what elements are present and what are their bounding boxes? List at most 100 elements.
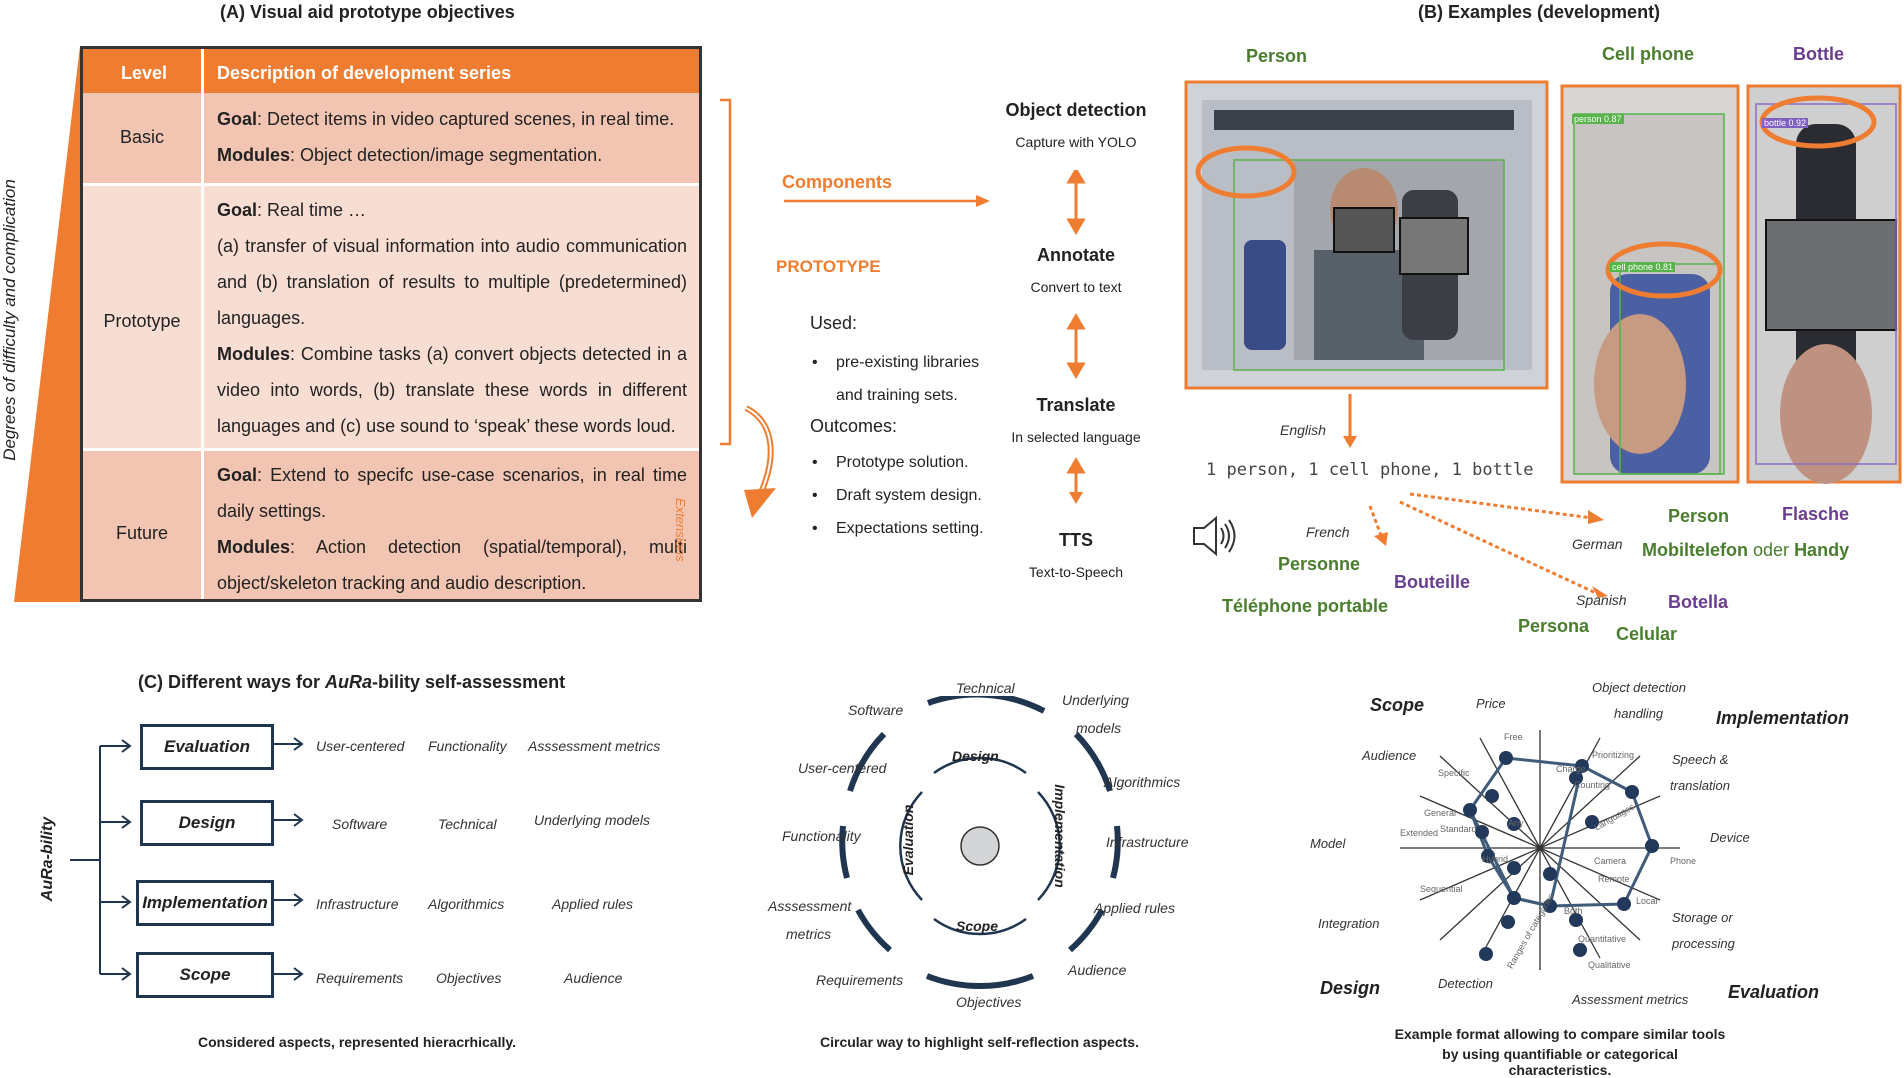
circle-label: Applied rules — [1094, 900, 1175, 916]
es-phone: Celular — [1616, 624, 1678, 644]
radar-value-label: Hybrid — [1482, 854, 1509, 864]
box-scope: Scope — [136, 952, 274, 998]
level-future: Future — [115, 523, 169, 543]
desc-future: Goal: Extend to specifc use-case scenari… — [217, 465, 687, 593]
img-label-person: Person — [1246, 46, 1308, 66]
panel-c-title: (C) Different ways for AuRa-bility self-… — [138, 672, 566, 692]
desc-basic: Goal: Detect items in video captured sce… — [217, 109, 675, 165]
radar-value-label: Local — [1636, 896, 1658, 906]
de-person: Person — [1668, 506, 1730, 526]
radar-axis-label: Storage or — [1672, 910, 1733, 925]
circle-label: Underlying — [1062, 692, 1129, 708]
hier-item: Software — [332, 816, 388, 832]
radar-value-label: Extended — [1400, 828, 1439, 838]
pipeline-step-title: Annotate — [1037, 245, 1115, 265]
hier-item: Objectives — [436, 970, 502, 986]
circle-label: Audience — [1068, 962, 1127, 978]
header-description: Description of development series — [217, 63, 512, 83]
hier-item: Infrastructure — [316, 896, 399, 912]
de-phone: Mobiltelefon oder Handy — [1642, 540, 1850, 560]
objectives-table: Level Description of development series … — [80, 46, 702, 602]
circle-label: Algorithmics — [1104, 774, 1181, 790]
pipeline-step-sub: Convert to text — [1030, 279, 1122, 295]
translation-arrows — [1343, 394, 1608, 598]
radar-value-label: Remote — [1598, 874, 1630, 884]
hier-item: Technical — [438, 816, 497, 832]
radar-axis-label: Price — [1476, 696, 1506, 711]
box-label-person: person 0.87 — [1572, 114, 1624, 124]
lang-english: English — [1280, 422, 1326, 438]
difficulty-label: Degrees of difficulty and complication — [0, 179, 19, 461]
circle-label: Infrastructure — [1106, 834, 1189, 850]
radar-axis-label: handling — [1614, 706, 1664, 721]
pipeline-step-title: TTS — [1059, 530, 1093, 550]
circle-label: metrics — [786, 926, 832, 942]
radar-axis-label: Detection — [1438, 976, 1493, 991]
pipeline-arrow-end — [1069, 492, 1083, 504]
box-design: Design — [140, 800, 274, 846]
table-header: Level Description of development series — [83, 49, 699, 93]
radar-axis-label: Integration — [1318, 916, 1380, 931]
speaker-icon — [1193, 515, 1236, 557]
caption-hierarchy: Considered aspects, represented hieracrh… — [198, 1034, 516, 1050]
table-row-basic: Basic Goal: Detect items in video captur… — [83, 99, 699, 181]
bracket-and-arrows — [720, 98, 990, 518]
circle-inner-evaluation: Evaluation — [900, 804, 916, 876]
radar-corner-evaluation: Evaluation — [1728, 982, 1820, 1002]
circle-label: Objectives — [956, 994, 1022, 1010]
level-basic: Basic — [119, 127, 164, 147]
radar-axis-label: Assessment metrics — [1572, 992, 1689, 1007]
hier-item: Requirements — [316, 970, 404, 986]
outcomes-label: Outcomes: — [810, 416, 898, 436]
used-label: Used: — [810, 313, 858, 333]
table-row-future: Future Goal: Extend to specifc use-case … — [83, 451, 699, 599]
pipeline-step-sub: Text-to-Speech — [1028, 564, 1124, 580]
box-implementation: Implementation — [136, 880, 274, 926]
lang-german: German — [1572, 536, 1623, 552]
pipeline-step-title: Object detection — [1005, 100, 1147, 120]
radar-axis-label: Model — [1310, 836, 1346, 851]
radar-value-label: Free — [1504, 732, 1523, 742]
hier-item: Asssessment metrics — [528, 738, 661, 754]
prototype-label: PROTOTYPE — [776, 257, 881, 276]
pipeline-step-sub: Capture with YOLO — [1015, 134, 1137, 150]
extensions-label: Extensions — [673, 498, 688, 562]
box-label-cellphone: cell phone 0.81 — [1610, 262, 1676, 272]
hier-item: Functionality — [428, 738, 507, 754]
radar-axis-label: Speech & — [1672, 752, 1729, 767]
radar-corner-implementation: Implementation — [1716, 708, 1850, 728]
hier-item: Algorithmics — [428, 896, 505, 912]
radar-value-label: General — [1424, 808, 1457, 818]
box-evaluation: Evaluation — [140, 724, 274, 770]
lang-french: French — [1306, 524, 1350, 540]
outcomes-list: •Prototype solution. •Draft system desig… — [812, 454, 984, 537]
desc-prototype: Goal: Real time … (a) transfer of visual… — [217, 200, 687, 436]
radar-value-label: Charge — [1556, 764, 1586, 774]
panel-a-title: (A) Visual aid prototype objectives — [220, 2, 515, 22]
circle-inner-implementation: Implementation — [1052, 784, 1068, 888]
pipeline-step-title: Translate — [1036, 395, 1116, 415]
table-row-prototype: Prototype Goal: Real time … (a) transfer… — [83, 183, 699, 451]
radar-value-label: Prioritizing — [1592, 750, 1635, 760]
difficulty-wedge — [14, 46, 80, 602]
radar-diagram — [1400, 730, 1680, 970]
caption-radar-2: by using quantifiable or categorical cha… — [1442, 1046, 1678, 1078]
radar-corner-design: Design — [1320, 978, 1381, 998]
english-text: 1 person, 1 cell phone, 1 bottle — [1206, 460, 1534, 480]
circle-label: User-centered — [798, 760, 887, 776]
img-label-cellphone: Cell phone — [1602, 44, 1695, 64]
radar-value-label: Sequential — [1420, 884, 1463, 894]
panel-b-title: (B) Examples (development) — [1418, 2, 1661, 22]
circle-inner-design: Design — [952, 748, 999, 764]
circle-inner-scope: Scope — [956, 918, 999, 934]
es-bottle: Botella — [1668, 592, 1729, 612]
radar-value-label: Standard — [1440, 824, 1477, 834]
detection-image-bottle — [1746, 84, 1902, 484]
caption-radar-1: Example format allowing to compare simil… — [1394, 1026, 1726, 1042]
radar-corner-scope: Scope — [1370, 695, 1425, 715]
lang-spanish: Spanish — [1576, 592, 1627, 608]
hier-item: Applied rules — [552, 896, 633, 912]
radar-value-label: Camera — [1594, 856, 1627, 866]
level-prototype: Prototype — [103, 311, 181, 331]
detection-image-person — [1184, 80, 1549, 390]
